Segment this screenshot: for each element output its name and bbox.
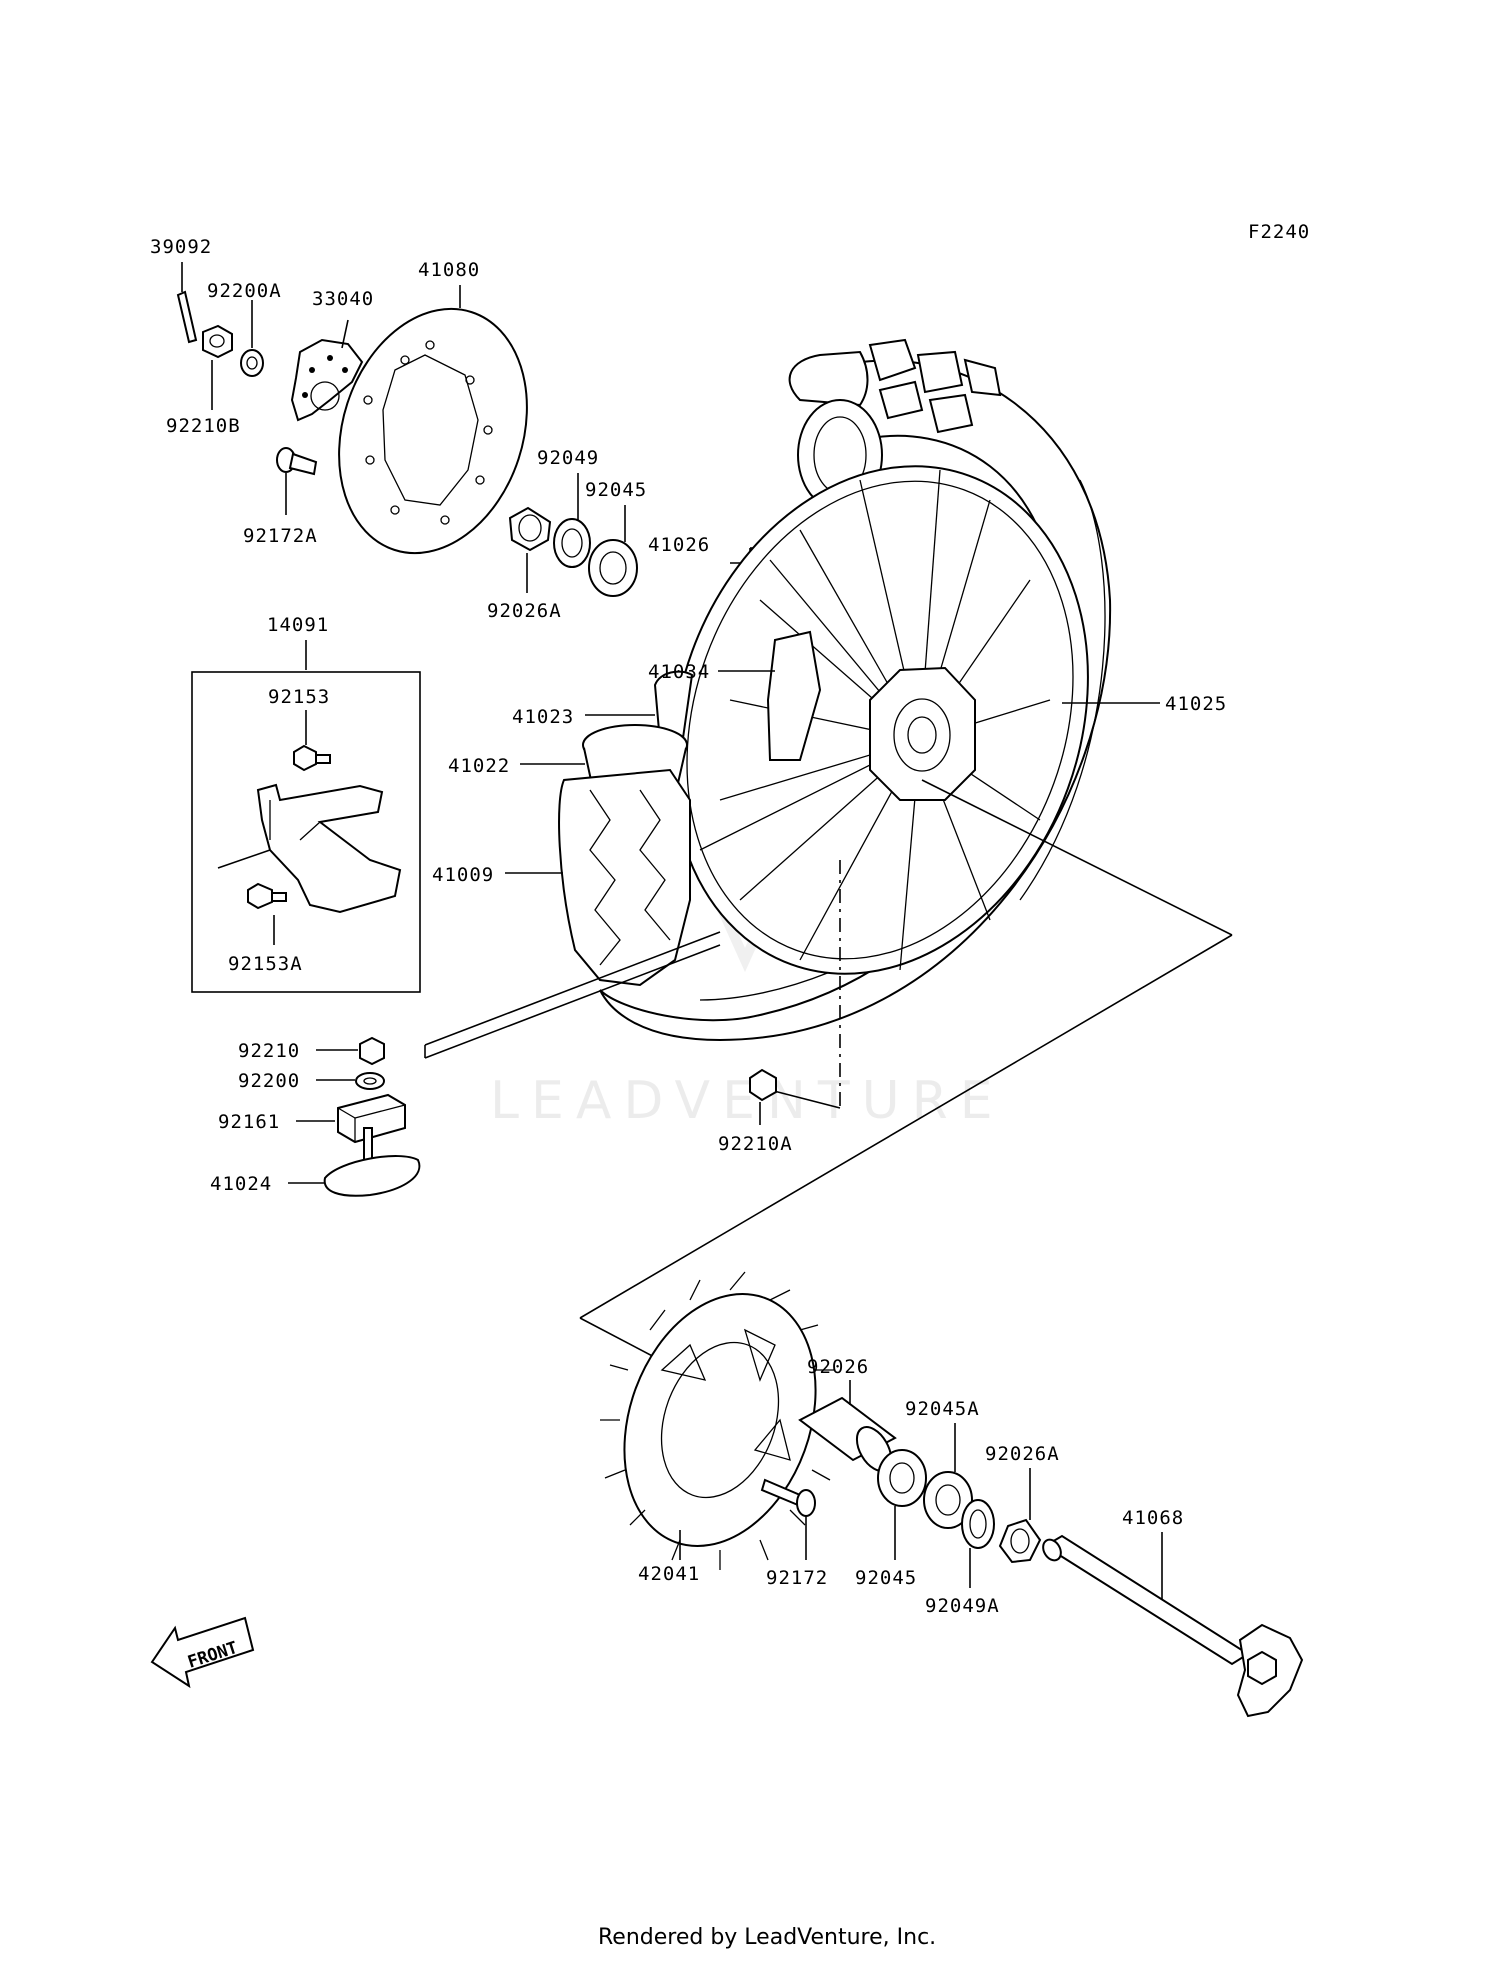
label-92172[interactable]: 92172 — [766, 1567, 828, 1589]
label-41080[interactable]: 41080 — [418, 259, 480, 281]
hub-flange-part — [766, 630, 822, 761]
bearing-92045-bottom-part — [877, 1449, 927, 1507]
label-41025[interactable]: 41025 — [1165, 693, 1227, 715]
label-33040[interactable]: 33040 — [312, 288, 374, 310]
label-92200A[interactable]: 92200A — [207, 280, 282, 302]
rim-lock-block-part — [337, 1093, 406, 1144]
label-92045-bottom[interactable]: 92045 — [855, 1567, 917, 1589]
oil-seal-part — [553, 518, 591, 568]
washer-92200-part — [355, 1072, 385, 1090]
figure-code: F2240 — [1248, 221, 1310, 243]
label-92026[interactable]: 92026 — [807, 1356, 869, 1378]
rim-lock-part — [323, 1127, 421, 1197]
hub-part — [869, 666, 976, 801]
label-41026[interactable]: 41026 — [648, 534, 710, 556]
bearing-92045A-part — [923, 1471, 973, 1529]
chain-guide-group-box — [191, 671, 421, 993]
castle-nut-part — [202, 324, 233, 359]
small-tire-part — [558, 768, 691, 987]
nut-92210-part — [359, 1036, 385, 1066]
label-92045A[interactable]: 92045A — [905, 1398, 980, 1420]
label-92045-top[interactable]: 92045 — [585, 479, 647, 501]
label-92210[interactable]: 92210 — [238, 1040, 300, 1062]
label-92172A[interactable]: 92172A — [243, 525, 318, 547]
front-direction-arrow: FRONT — [150, 1616, 255, 1689]
label-92210B[interactable]: 92210B — [166, 415, 241, 437]
brake-disc-part — [338, 307, 528, 555]
disc-bolt-part — [276, 447, 318, 476]
washer-part — [240, 349, 264, 377]
cotter-pin-part — [176, 290, 198, 344]
bolt-92153A-part — [247, 882, 287, 910]
label-42041[interactable]: 42041 — [638, 1563, 700, 1585]
label-41022[interactable]: 41022 — [448, 755, 510, 777]
label-41009[interactable]: 41009 — [432, 864, 494, 886]
label-39092[interactable]: 39092 — [150, 236, 212, 258]
chain-guide-part — [256, 783, 402, 914]
footer-credit: Rendered by LeadVenture, Inc. — [598, 1925, 936, 1950]
sprocket-hub-part — [290, 338, 364, 422]
collar-part — [508, 506, 552, 552]
label-41034[interactable]: 41034 — [648, 661, 710, 683]
label-92153[interactable]: 92153 — [268, 686, 330, 708]
label-92210A[interactable]: 92210A — [718, 1133, 793, 1155]
label-92161[interactable]: 92161 — [218, 1111, 280, 1133]
collar-92026A-bottom-part — [998, 1518, 1042, 1564]
bolt-92153-part — [293, 744, 331, 772]
label-41024[interactable]: 41024 — [210, 1173, 272, 1195]
label-92049A[interactable]: 92049A — [925, 1595, 1000, 1617]
label-92153A[interactable]: 92153A — [228, 953, 303, 975]
seal-92049A-part — [961, 1499, 995, 1549]
tube-valve-part — [653, 670, 694, 747]
label-92026A-bottom[interactable]: 92026A — [985, 1443, 1060, 1465]
sprocket-bolt-part — [760, 1478, 816, 1517]
label-92049[interactable]: 92049 — [537, 447, 599, 469]
watermark-text: LEADVENTURE — [490, 1071, 1005, 1131]
nut-92210A-part — [749, 1068, 777, 1102]
label-92200[interactable]: 92200 — [238, 1070, 300, 1092]
axle-part — [1042, 1534, 1304, 1718]
ball-bearing-part — [588, 539, 638, 597]
label-41068[interactable]: 41068 — [1122, 1507, 1184, 1529]
label-92026A-top[interactable]: 92026A — [487, 600, 562, 622]
label-14091[interactable]: 14091 — [267, 614, 329, 636]
label-41023[interactable]: 41023 — [512, 706, 574, 728]
